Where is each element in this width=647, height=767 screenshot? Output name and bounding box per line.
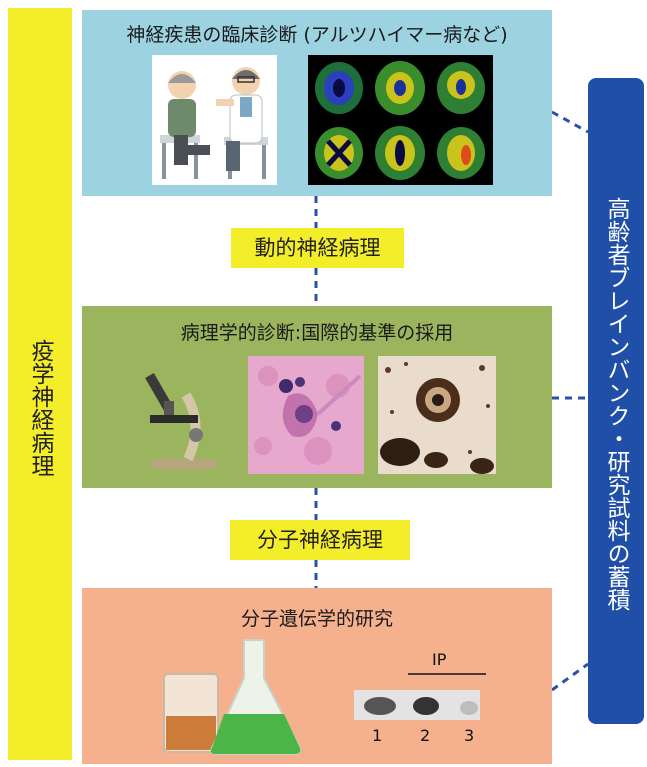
blot-ip-label: IP xyxy=(432,650,447,669)
dynamic-neuropathology-label: 動的神経病理 xyxy=(231,228,404,268)
connector-clinical-bank xyxy=(551,110,589,134)
blot-lane-3: 3 xyxy=(464,726,475,745)
clinical-title: 神経疾患の臨床診断 (アルツハイマー病など) xyxy=(126,24,508,46)
blot-lane-1: 1 xyxy=(372,726,383,745)
brain-bank-label: 高齢者ブレインバンク・研究試料の蓄積 xyxy=(603,197,629,611)
silver-stain-micrograph xyxy=(378,356,496,474)
he-stain-micrograph xyxy=(248,356,364,474)
microscope-illustration xyxy=(142,355,222,475)
blot-bands xyxy=(354,673,486,720)
western-blot-figure: IP 1 2 3 xyxy=(352,648,512,750)
blot-lane-2: 2 xyxy=(420,726,431,745)
pathology-title: 病理学的診断:国際的基準の採用 xyxy=(180,322,454,344)
molecular-panel: 分子遺伝学的研究 xyxy=(82,588,552,764)
brain-scan-images xyxy=(308,55,493,185)
epidemiology-bar: 疫学神経病理 xyxy=(8,8,72,760)
molecular-title: 分子遺伝学的研究 xyxy=(240,608,393,630)
brain-bank-bar: 高齢者ブレインバンク・研究試料の蓄積 xyxy=(588,78,644,724)
connector-molecular-bank xyxy=(551,662,589,692)
doctor-patient-illustration xyxy=(152,55,277,185)
epidemiology-label: 疫学神経病理 xyxy=(27,339,53,477)
lab-flasks-illustration xyxy=(160,636,308,756)
molecular-neuropathology-label: 分子神経病理 xyxy=(230,520,410,560)
